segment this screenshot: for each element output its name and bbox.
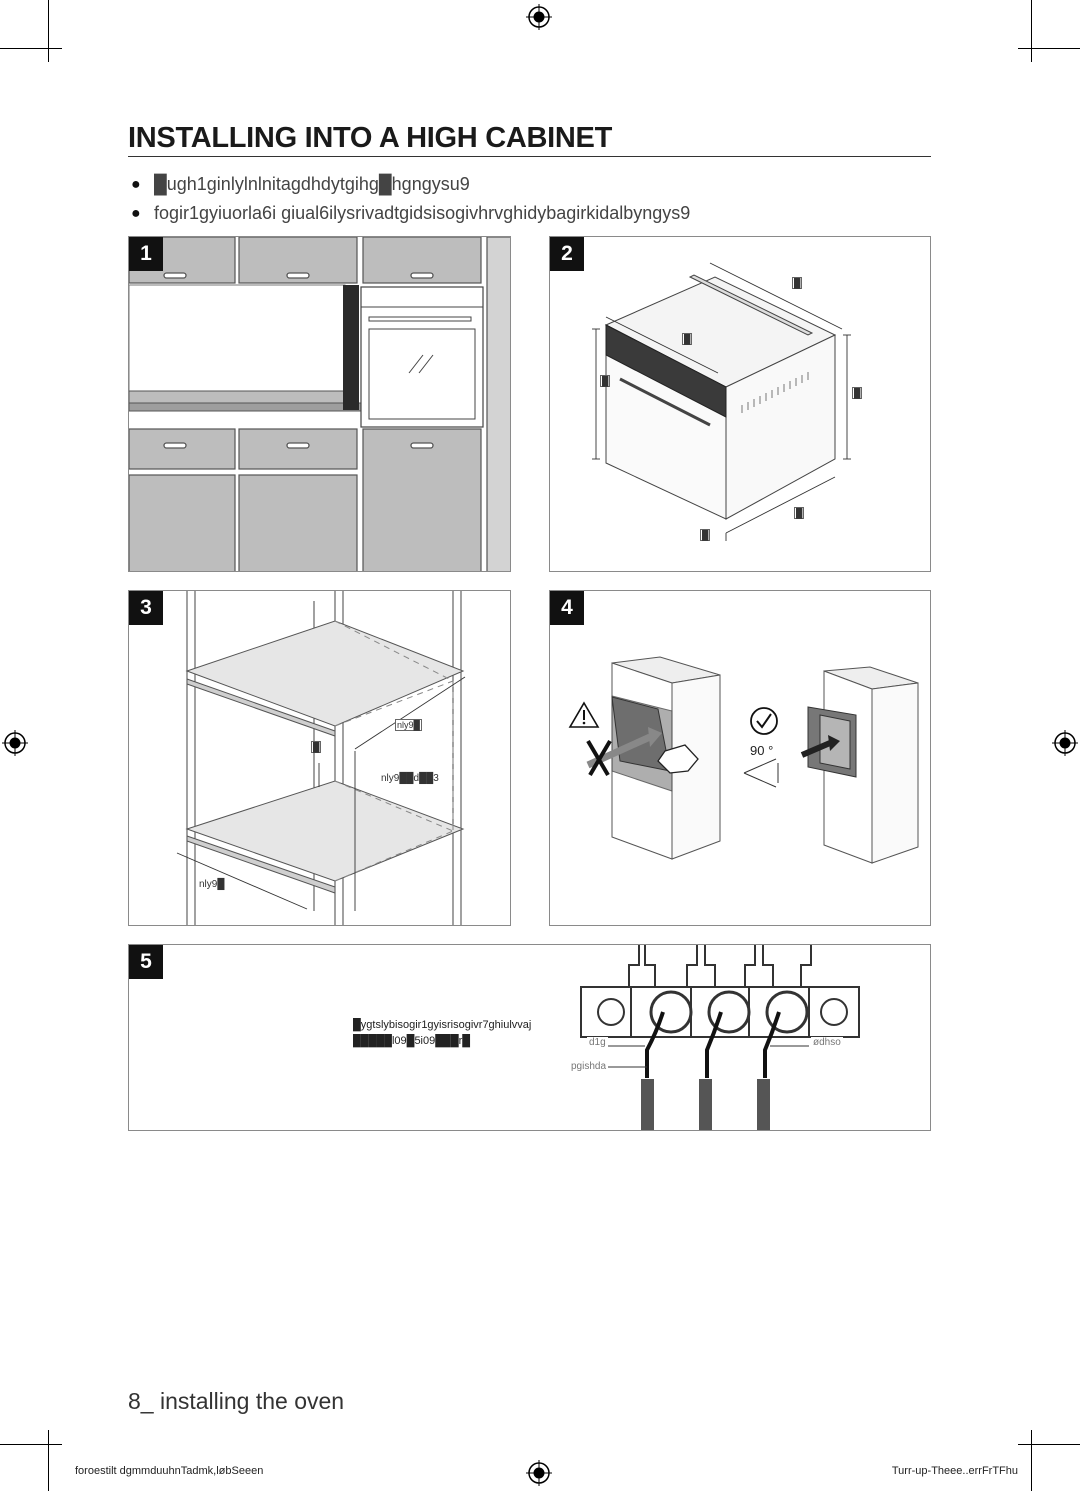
dimension-label: █ [311,741,322,753]
figure-panel-5: 5 █ygtslybisogir1gyisrisogivr7ghiulvvaj … [128,944,931,1131]
print-footer-left: foroestilt dgmmduuhnTadmk,løbSeeen [75,1465,264,1477]
dimension-label: █ [682,333,693,345]
cabinet-niche-illustration [176,591,466,925]
dimension-label: nly9██d██3 [379,773,441,784]
panel-number: 2 [550,237,584,271]
crop-mark [48,0,49,62]
dimension-label: █ [792,277,803,289]
page-title: INSTALLING INTO A HIGH CABINET [128,122,612,154]
instruction-text: █ugh1ginlylnlnitagdhdytgihg█hgngysu9 [154,174,470,194]
registration-mark-icon [2,730,28,756]
title-rule [128,156,931,157]
crop-mark [1031,0,1032,62]
panel-number: 5 [129,945,163,979]
wire-label: pgishda [569,1061,609,1072]
panel-number: 3 [129,591,163,625]
dimension-label: █ [794,507,805,519]
dimension-label: █ [700,529,711,541]
terminal-block-illustration [580,945,860,1130]
wiring-instruction: █ygtslybisogir1gyisrisogivr7ghiulvvaj ██… [353,1017,531,1049]
figure-panel-3: 3 nly9█ █ nly9██d██3 nly [128,590,511,926]
instruction-item: ● █ugh1ginlylnlnitagdhdytgihg█hgngysu9 [128,170,938,199]
figure-panel-1: 1 [128,236,511,572]
wire-label: ødhso [811,1037,843,1048]
figure-panel-4: 4 90 ° [549,590,931,926]
crop-mark [48,1430,49,1491]
crop-mark [1031,1430,1032,1491]
crop-mark [0,48,62,49]
instruction-text: fogir1gyiuorla6i giual6ilysrivadtgidsiso… [154,203,691,223]
wiring-instruction-line: █ygtslybisogir1gyisrisogivr7ghiulvvaj [353,1019,532,1031]
print-footer-right: Turr-up-Theee..errFrTFhu [891,1465,1018,1477]
bullet-icon: ● [131,205,141,222]
registration-mark-icon [526,1460,552,1486]
instruction-item: ● fogir1gyiuorla6i giual6ilysrivadtgidsis… [128,199,938,228]
dimension-label: █ [852,387,863,399]
oven-dimensions-illustration [592,262,851,541]
panel-number: 1 [129,237,163,271]
bullet-icon: ● [131,176,141,193]
dimension-label: nly9█ [197,879,227,890]
crop-mark [0,1444,62,1445]
panel-number: 4 [550,591,584,625]
kitchen-cabinet-illustration [129,237,510,571]
wiring-instruction-line: █████l09█5i09███r█ [353,1035,471,1047]
instruction-list: ● █ugh1ginlylnlnitagdhdytgihg█hgngysu9 ● f… [128,170,938,228]
crop-mark [1018,1444,1080,1445]
dimension-label: nly9█ [395,719,422,731]
dimension-label: █ [600,375,611,387]
figure-panel-2: 2 █ █ █ █ █ █ [549,236,931,572]
angle-label: 90 ° [750,743,774,758]
crop-mark [1018,48,1080,49]
section-footer: 8_ installing the oven [128,1388,345,1414]
registration-mark-icon [526,4,552,30]
wire-label: d1g [587,1037,608,1048]
registration-mark-icon [1052,730,1078,756]
oven-insertion-illustration [568,656,919,864]
